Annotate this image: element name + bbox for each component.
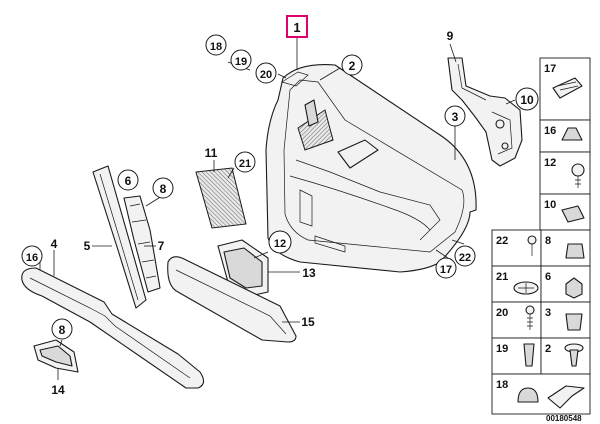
highlight-box	[286, 15, 308, 38]
part-number: 11	[205, 146, 218, 160]
part-number: 20	[260, 69, 272, 81]
part-number: 18	[210, 41, 222, 53]
svg-text:6: 6	[545, 271, 551, 283]
door-handle	[33, 339, 79, 373]
svg-text:3: 3	[545, 307, 551, 319]
part-number: 4	[51, 237, 58, 251]
handle-bracket	[123, 195, 161, 293]
part-number: 13	[302, 266, 316, 280]
part-number: 2	[349, 59, 356, 73]
part-number: 9	[447, 29, 454, 43]
svg-text:18: 18	[496, 379, 508, 391]
speaker-grille	[195, 167, 247, 229]
part-number: 16	[26, 252, 38, 264]
part-number: 8	[59, 323, 66, 337]
part-number: 15	[301, 315, 315, 329]
svg-text:10: 10	[544, 199, 556, 211]
pillar-trim	[92, 165, 147, 309]
part-number: 5	[84, 239, 91, 253]
svg-text:2: 2	[545, 343, 551, 355]
svg-text:20: 20	[496, 307, 508, 319]
svg-text:12: 12	[544, 157, 556, 169]
part-number: 22	[459, 252, 471, 264]
drawing-number: 00180548	[546, 414, 582, 423]
svg-text:21: 21	[496, 271, 508, 283]
svg-text:19: 19	[496, 343, 508, 355]
part-number: 7	[158, 239, 165, 253]
svg-text:22: 22	[496, 235, 508, 247]
part-number: 8	[160, 182, 167, 196]
svg-text:16: 16	[544, 125, 556, 137]
part-number: 3	[452, 110, 459, 124]
door-bracket	[447, 57, 523, 167]
part-number: 21	[239, 158, 251, 170]
map-pocket	[167, 256, 297, 343]
fastener-legend: 17 16 12 10 22 8 21 6 20	[491, 57, 591, 415]
part-number: 12	[274, 238, 286, 250]
trim-strip	[21, 267, 205, 389]
part-number: 1	[293, 20, 300, 35]
svg-text:8: 8	[545, 235, 551, 247]
part-number: 17	[440, 264, 452, 276]
svg-text:17: 17	[544, 63, 556, 75]
door-trim-panel	[265, 63, 477, 273]
arrow-icon	[547, 385, 585, 409]
part-number: 14	[51, 383, 65, 397]
part-number: 10	[520, 93, 534, 107]
part-number: 19	[235, 56, 247, 68]
part-number: 6	[125, 174, 132, 188]
callouts: 1 2 3 9 10 18 19 20 11 21 6 8 5 7 4 16 8…	[21, 15, 539, 397]
